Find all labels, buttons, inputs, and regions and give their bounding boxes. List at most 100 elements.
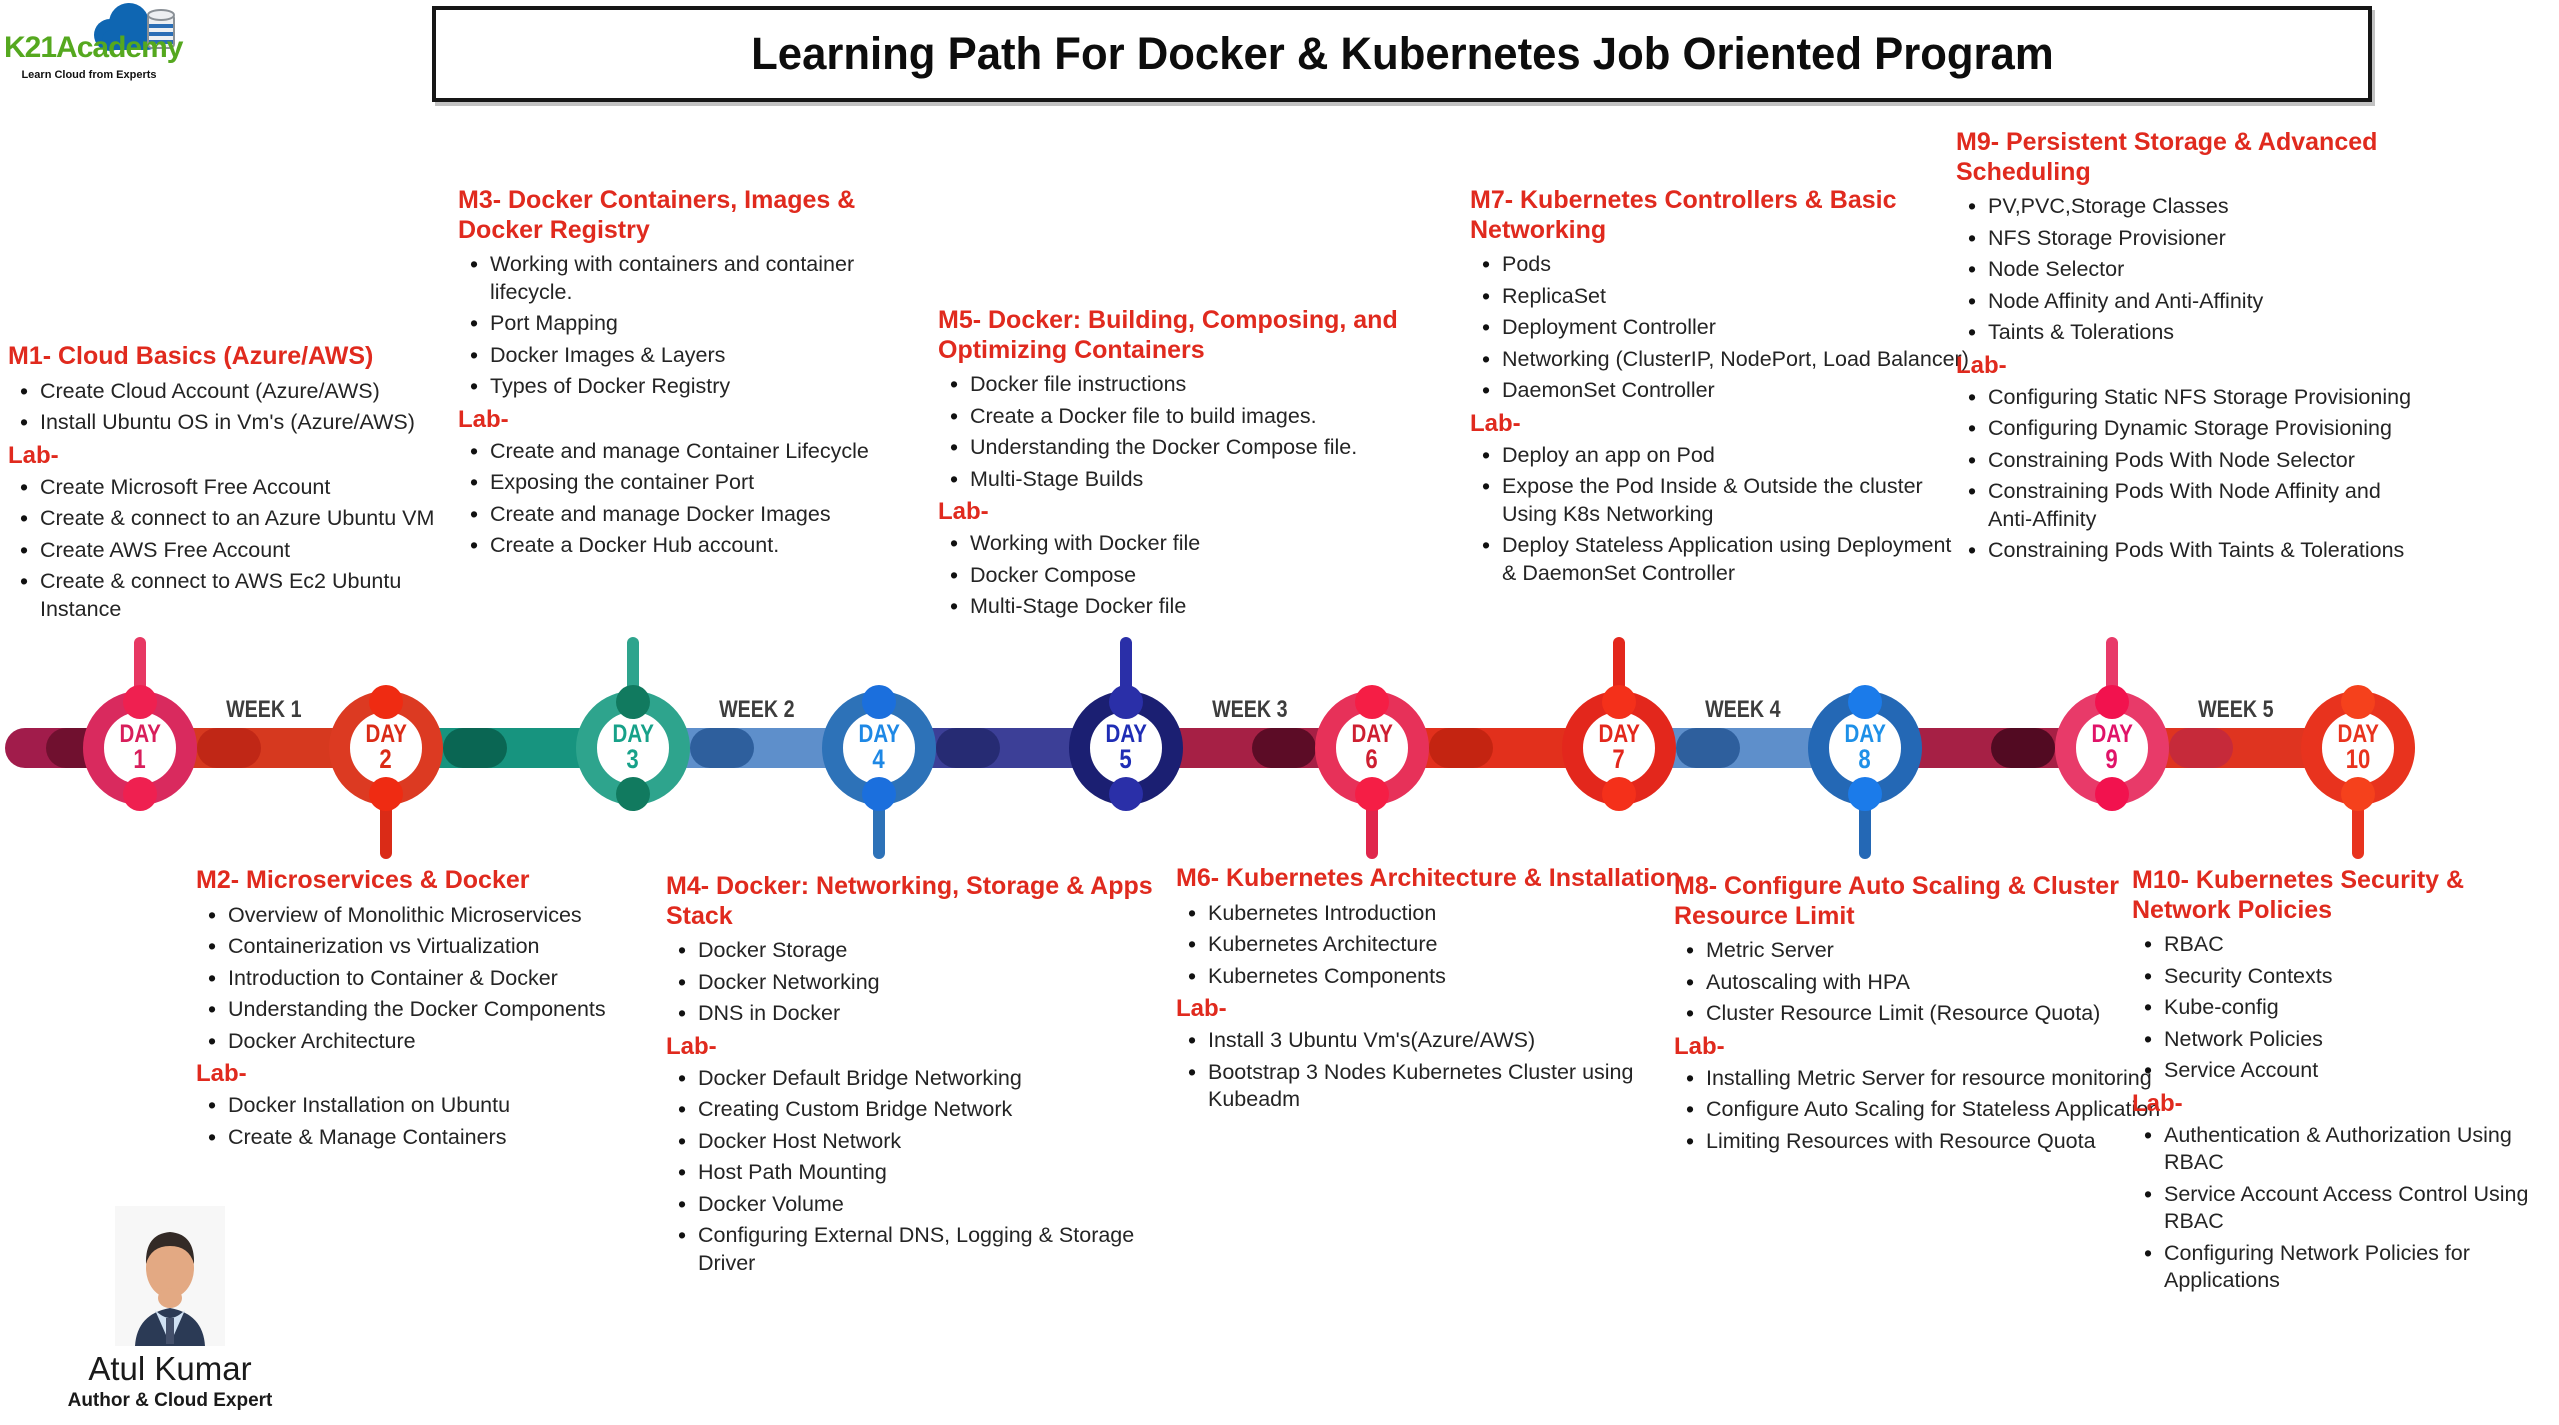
bullet-item: Docker Images & Layers <box>470 341 936 370</box>
bullet-item: Working with Docker file <box>950 529 1454 558</box>
day-stem <box>1366 799 1378 859</box>
module-lab-list: Configuring Static NFS Storage Provision… <box>1956 383 2428 566</box>
bullet-item: Docker Installation on Ubuntu <box>208 1091 632 1120</box>
bullet-item: Install Ubuntu OS in Vm's (Azure/AWS) <box>20 408 460 437</box>
bullet-item: Kube-config <box>2144 993 2559 1022</box>
bullet-item: Create and manage Container Lifecycle <box>470 437 936 466</box>
bullet-item: DNS in Docker <box>678 999 1178 1028</box>
bullet-item: Metric Server <box>1686 936 2166 965</box>
connector-cap <box>936 728 1000 768</box>
week-label-5: WEEK 5 <box>2198 696 2274 723</box>
bullet-item: Create Microsoft Free Account <box>20 473 460 502</box>
ring-node-bottom <box>862 777 896 811</box>
bullet-item: Deploy Stateless Application using Deplo… <box>1482 531 1970 587</box>
bullet-item: Limiting Resources with Resource Quota <box>1686 1127 2166 1156</box>
module-m3: M3- Docker Containers, Images & Docker R… <box>458 186 936 564</box>
bullet-item: Docker Compose <box>950 561 1454 590</box>
module-m8: M8- Configure Auto Scaling & Cluster Res… <box>1674 872 2166 1159</box>
module-topic-list: Docker file instructionsCreate a Docker … <box>938 370 1454 494</box>
bullet-item: Docker Architecture <box>208 1027 632 1056</box>
bullet-item: Port Mapping <box>470 309 936 338</box>
bullet-item: Exposing the container Port <box>470 468 936 497</box>
ring-node-top <box>2341 685 2375 719</box>
week-label-2: WEEK 2 <box>719 696 795 723</box>
cloud-database-icon <box>86 2 178 61</box>
module-lab-list: Installing Metric Server for resource mo… <box>1674 1064 2166 1156</box>
bullet-item: Create & connect to AWS Ec2 Ubuntu Insta… <box>20 567 460 623</box>
bullet-item: Multi-Stage Builds <box>950 465 1454 494</box>
bullet-item: Create and manage Docker Images <box>470 500 936 529</box>
module-lab-list: Docker Installation on UbuntuCreate & Ma… <box>196 1091 632 1151</box>
day-stem <box>2352 799 2364 859</box>
day-stem <box>1859 799 1871 859</box>
bullet-item: Node Selector <box>1968 255 2428 284</box>
connector-cap <box>1252 728 1316 768</box>
bullet-item: RBAC <box>2144 930 2559 959</box>
lab-heading: Lab- <box>196 1060 247 1088</box>
module-m1: M1- Cloud Basics (Azure/AWS) Create Clou… <box>8 342 460 627</box>
module-lab-list: Deploy an app on PodExpose the Pod Insid… <box>1470 441 1970 588</box>
module-lab-list: Working with Docker fileDocker ComposeMu… <box>938 529 1454 621</box>
bullet-item: Pods <box>1482 250 1970 279</box>
author-block: Atul Kumar Author & Cloud Expert <box>50 1206 290 1412</box>
module-title: M8- Configure Auto Scaling & Cluster Res… <box>1674 872 2119 930</box>
bullet-item: DaemonSet Controller <box>1482 376 1970 405</box>
bullet-item: Create Cloud Account (Azure/AWS) <box>20 377 460 406</box>
bullet-item: Installing Metric Server for resource mo… <box>1686 1064 2166 1093</box>
week-label-1: WEEK 1 <box>226 696 302 723</box>
bullet-item: Cluster Resource Limit (Resource Quota) <box>1686 999 2166 1028</box>
author-name: Atul Kumar <box>88 1350 252 1387</box>
bullet-item: PV,PVC,Storage Classes <box>1968 192 2428 221</box>
bullet-item: Authentication & Authorization Using RBA… <box>2144 1121 2559 1177</box>
lab-heading: Lab- <box>938 498 989 526</box>
ring-node-top <box>2095 685 2129 719</box>
bullet-item: Constraining Pods With Node Affinity and… <box>1968 477 2428 533</box>
module-title: M10- Kubernetes Security & Network Polic… <box>2132 866 2465 924</box>
ring-node-top <box>1355 685 1389 719</box>
author-photo <box>115 1206 225 1346</box>
page-title-box: Learning Path For Docker & Kubernetes Jo… <box>432 6 2372 102</box>
day-stem <box>873 799 885 859</box>
module-m10: M10- Kubernetes Security & Network Polic… <box>2132 866 2559 1299</box>
bullet-item: Introduction to Container & Docker <box>208 964 632 993</box>
ring-node-top <box>123 685 157 719</box>
bullet-item: Constraining Pods With Node Selector <box>1968 446 2428 475</box>
bullet-item: Creating Custom Bridge Network <box>678 1095 1178 1124</box>
lab-heading: Lab- <box>1176 995 1227 1023</box>
lab-heading: Lab- <box>666 1032 717 1060</box>
connector-cap <box>1991 728 2055 768</box>
bullet-item: Autoscaling with HPA <box>1686 968 2166 997</box>
module-lab-list: Install 3 Ubuntu Vm's(Azure/AWS)Bootstra… <box>1176 1026 1698 1114</box>
bullet-item: NFS Storage Provisioner <box>1968 224 2428 253</box>
page-title: Learning Path For Docker & Kubernetes Jo… <box>750 28 2054 79</box>
bullet-item: Kubernetes Architecture <box>1188 930 1698 959</box>
bullet-item: Create a Docker file to build images. <box>950 402 1454 431</box>
bullet-item: Docker file instructions <box>950 370 1454 399</box>
bullet-item: Service Account <box>2144 1056 2559 1085</box>
week-label-4: WEEK 4 <box>1705 696 1781 723</box>
brand-name: K21Academy <box>4 31 183 64</box>
day-stem <box>134 637 146 697</box>
ring-node-bottom <box>616 777 650 811</box>
ring-node-bottom <box>1355 777 1389 811</box>
ring-node-top <box>1602 685 1636 719</box>
bullet-item: Containerization vs Virtualization <box>208 932 632 961</box>
bullet-item: Multi-Stage Docker file <box>950 592 1454 621</box>
module-lab-list: Docker Default Bridge NetworkingCreating… <box>666 1064 1178 1278</box>
module-topic-list: Create Cloud Account (Azure/AWS)Install … <box>8 377 460 437</box>
bullet-item: Security Contexts <box>2144 962 2559 991</box>
module-topic-list: PV,PVC,Storage ClassesNFS Storage Provis… <box>1956 192 2428 347</box>
bullet-item: Create a Docker Hub account. <box>470 531 936 560</box>
